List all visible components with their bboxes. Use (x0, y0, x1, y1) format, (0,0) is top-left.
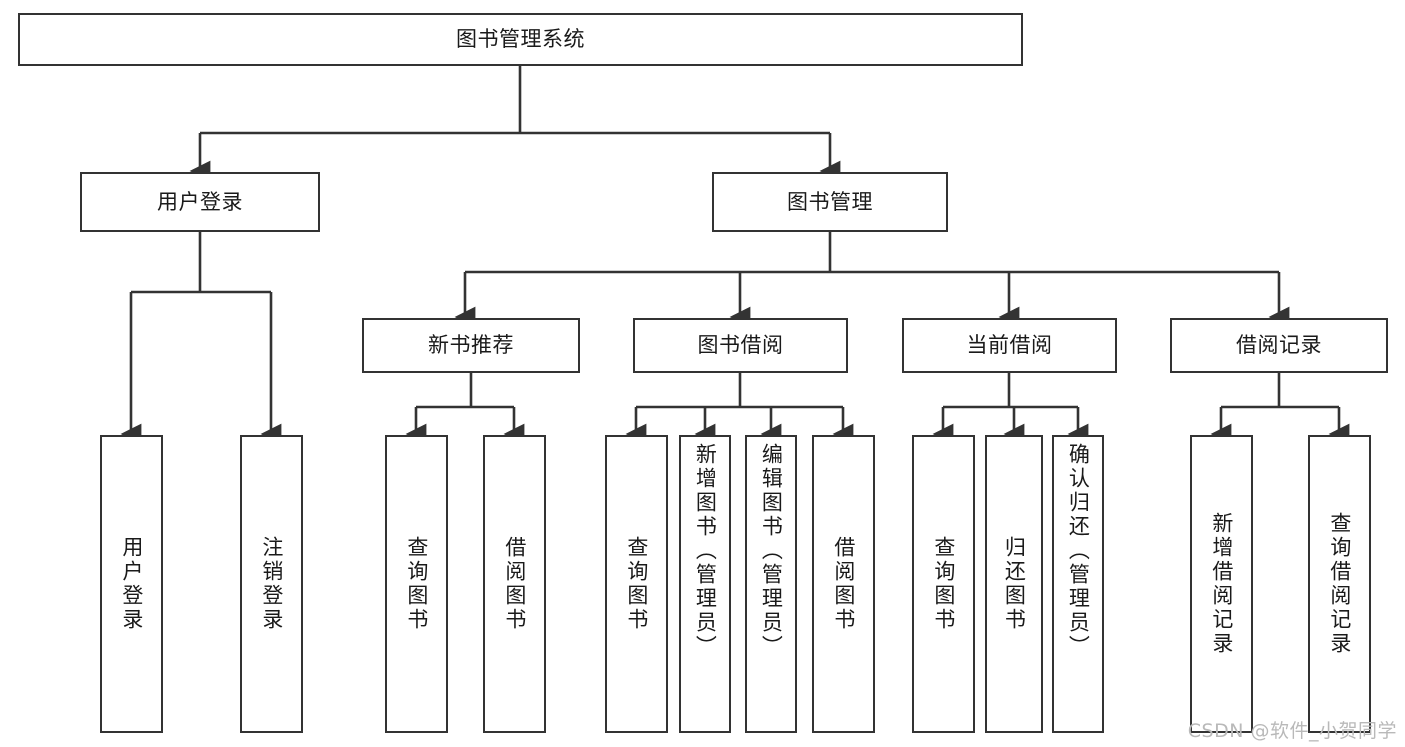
node-leaf-query-book-2-label: 查询图书 (624, 536, 649, 632)
node-book-manage[interactable]: 图书管理 (712, 172, 948, 232)
node-book-manage-label: 图书管理 (787, 189, 873, 214)
node-leaf-query-book-2[interactable]: 查询图书 (605, 435, 668, 733)
node-leaf-edit-book[interactable]: 编辑图书（管理员） (745, 435, 797, 733)
node-leaf-borrow-book-1-label: 借阅图书 (502, 536, 527, 632)
node-leaf-add-book[interactable]: 新增图书（管理员） (679, 435, 731, 733)
node-new-book-recommend[interactable]: 新书推荐 (362, 318, 580, 373)
node-leaf-query-book-1-label: 查询图书 (404, 536, 429, 632)
node-current-borrow-label: 当前借阅 (966, 333, 1053, 358)
node-leaf-query-book-1[interactable]: 查询图书 (385, 435, 448, 733)
node-leaf-logout[interactable]: 注销登录 (240, 435, 303, 733)
node-book-borrow-label: 图书借阅 (697, 333, 784, 358)
node-leaf-confirm-return[interactable]: 确认归还（管理员） (1052, 435, 1104, 733)
node-leaf-return-book-label: 归还图书 (1002, 536, 1027, 632)
node-leaf-user-login[interactable]: 用户登录 (100, 435, 163, 733)
node-borrow-record[interactable]: 借阅记录 (1170, 318, 1388, 373)
node-current-borrow[interactable]: 当前借阅 (902, 318, 1117, 373)
node-leaf-query-record-label: 查询借阅记录 (1327, 512, 1352, 656)
node-user-login-label: 用户登录 (157, 189, 243, 214)
node-leaf-logout-label: 注销登录 (259, 536, 284, 632)
node-leaf-add-record-label: 新增借阅记录 (1209, 512, 1234, 656)
node-leaf-confirm-return-label: 确认归还（管理员） (1066, 443, 1091, 659)
node-new-book-recommend-label: 新书推荐 (428, 333, 514, 358)
node-leaf-user-login-label: 用户登录 (119, 536, 144, 632)
node-leaf-borrow-book-1[interactable]: 借阅图书 (483, 435, 546, 733)
node-leaf-add-book-label: 新增图书（管理员） (693, 443, 718, 659)
node-borrow-record-label: 借阅记录 (1236, 333, 1322, 358)
node-leaf-query-record[interactable]: 查询借阅记录 (1308, 435, 1371, 733)
node-root[interactable]: 图书管理系统 (18, 13, 1023, 66)
node-leaf-add-record[interactable]: 新增借阅记录 (1190, 435, 1253, 733)
node-root-label: 图书管理系统 (456, 27, 585, 52)
node-user-login[interactable]: 用户登录 (80, 172, 320, 232)
node-book-borrow[interactable]: 图书借阅 (633, 318, 848, 373)
node-leaf-query-book-3[interactable]: 查询图书 (912, 435, 975, 733)
node-leaf-borrow-book-2-label: 借阅图书 (831, 536, 856, 632)
node-leaf-return-book[interactable]: 归还图书 (985, 435, 1043, 733)
node-leaf-query-book-3-label: 查询图书 (931, 536, 956, 632)
node-leaf-edit-book-label: 编辑图书（管理员） (759, 443, 784, 659)
node-leaf-borrow-book-2[interactable]: 借阅图书 (812, 435, 875, 733)
